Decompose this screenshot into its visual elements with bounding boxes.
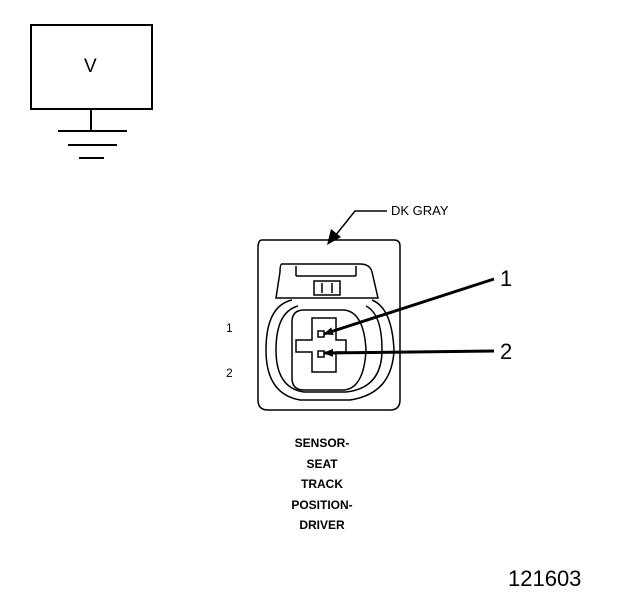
figure-id: 121603 [508, 566, 582, 591]
callout-2-arrow [323, 348, 495, 357]
pin-1-label: 1 [226, 321, 233, 335]
voltmeter-symbol [30, 24, 153, 159]
connector-housing [257, 239, 401, 411]
pin-1-contact [317, 330, 325, 338]
ground-icon [58, 130, 127, 159]
callout-2-label: 2 [500, 339, 513, 364]
callout-1-arrow [323, 277, 495, 336]
callout-1-label: 1 [500, 266, 513, 291]
component-name-line: POSITION- [291, 497, 353, 512]
locking-tab [275, 263, 379, 299]
component-name-line: DRIVER [299, 518, 345, 532]
wire-color-leader [327, 210, 387, 245]
voltmeter-label: V [84, 56, 97, 77]
pin-2-label: 2 [226, 366, 233, 380]
component-name: SENSOR- SEAT TRACK POSITION- DRIVER [272, 433, 372, 536]
connector-illustration [257, 239, 401, 411]
seal-ring-outer [265, 299, 395, 401]
terminal-inner [295, 317, 347, 373]
seal-ring-inner [275, 305, 383, 393]
component-name-line: SENSOR- [294, 436, 350, 450]
component-name-line: TRACK [301, 477, 343, 491]
terminal-cavity [291, 309, 367, 391]
wire-color-label: DK GRAY [391, 203, 449, 218]
component-name-line: SEAT [306, 456, 338, 471]
pin-2-contact [317, 350, 325, 358]
